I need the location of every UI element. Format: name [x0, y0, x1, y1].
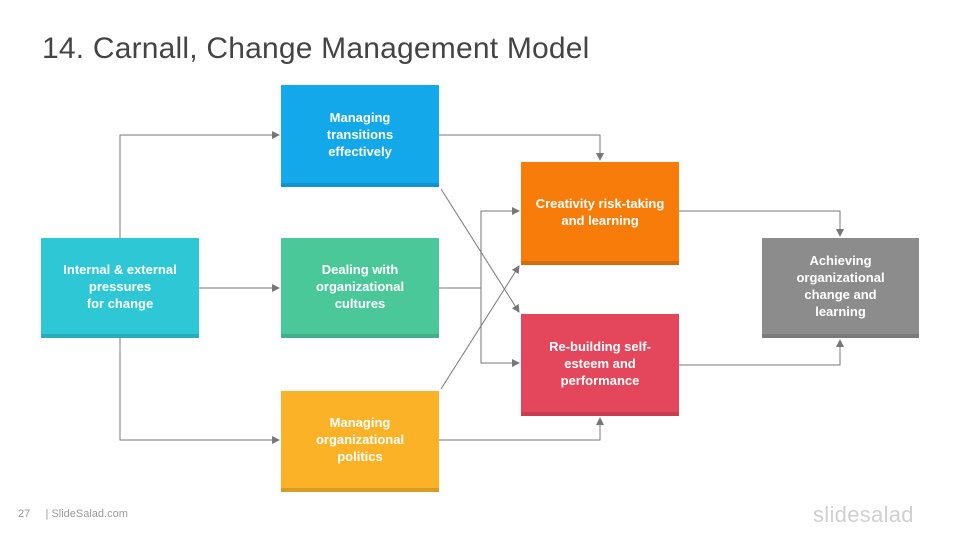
- box-label: Achieving organizational change and lear…: [796, 253, 885, 319]
- box-managing-politics: Managing organizational politics: [281, 391, 439, 492]
- connector-politics-creativity: [440, 265, 520, 390]
- connector-internal-transitions: [119, 131, 280, 238]
- box-achieving-change: Achieving organizational change and lear…: [762, 238, 919, 338]
- connector-transitions-creativity: [439, 134, 604, 161]
- connector-bracket-rebuilding: [480, 288, 520, 367]
- box-managing-transitions: Managing transitions effectively: [281, 85, 439, 187]
- footer: 27 | SlideSalad.com: [18, 508, 128, 520]
- box-label: Dealing with organizational cultures: [315, 261, 405, 311]
- box-label: Managing organizational politics: [315, 415, 405, 464]
- slidesalad-logo: slidesalad: [813, 502, 914, 527]
- connector-bracket-creativity: [480, 207, 520, 288]
- box-creativity-risk-taking: Creativity risk-taking and learning: [521, 162, 679, 265]
- box-label: Managing transitions effectively: [326, 109, 394, 159]
- connector-politics-rebuilding: [439, 417, 604, 441]
- connector-internal-politics: [119, 338, 280, 444]
- box-internal-external-pressures: Internal & external pressures for change: [41, 238, 199, 338]
- connector-transitions-rebuilding: [440, 188, 520, 313]
- connector-creativity-achieving: [679, 210, 844, 237]
- page-number: 27: [18, 508, 31, 520]
- footer-source: | SlideSalad.com: [45, 508, 128, 520]
- connector-rebuilding-achieving: [679, 339, 844, 366]
- box-label: Internal & external pressures for change: [63, 261, 177, 311]
- box-dealing-with-cultures: Dealing with organizational cultures: [281, 238, 439, 338]
- box-label: Creativity risk-taking and learning: [535, 195, 665, 228]
- box-label: Re-building self- esteem and performance: [549, 338, 651, 388]
- box-rebuilding-self-esteem: Re-building self- esteem and performance: [521, 314, 679, 416]
- page-title: 14. Carnall, Change Management Model: [42, 32, 590, 65]
